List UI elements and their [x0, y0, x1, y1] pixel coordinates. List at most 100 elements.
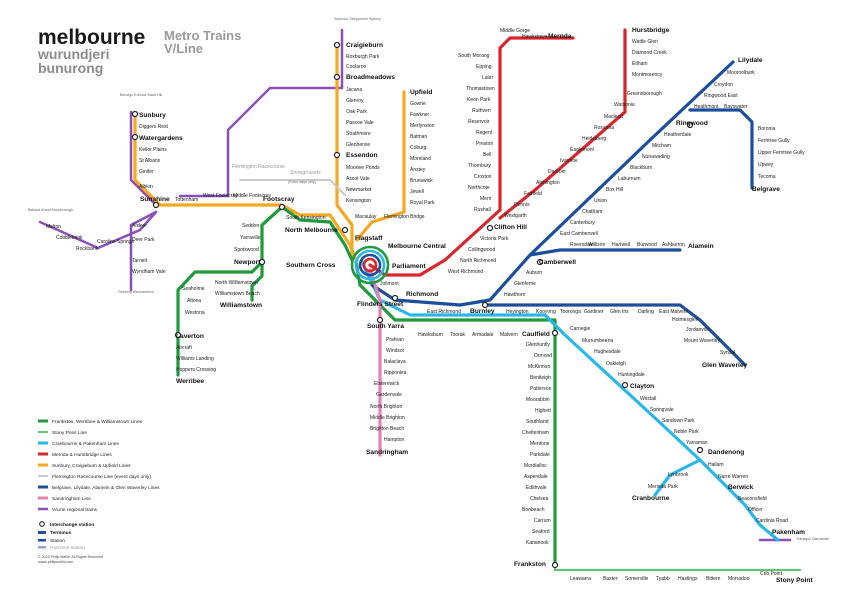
alamein-line [528, 248, 682, 257]
vline-bendigo-line [129, 110, 158, 207]
station-westall: Westall [640, 396, 656, 402]
interchange-markers [131, 41, 704, 569]
station-ashburton: Ashburton [662, 242, 685, 248]
station-marker-craigieburn [333, 41, 341, 49]
station-dandenong: Dandenong [708, 449, 744, 456]
station-labels-cranbourne: Lynbrook Merinda Park Cranbourne [632, 472, 689, 502]
station-south-morang: South Morang [458, 53, 490, 59]
station-williamstown-beach: Williamstown Beach [215, 291, 260, 297]
station-crib-point: Crib Point [760, 571, 783, 577]
station-boronia: Boronia [758, 126, 775, 132]
map-subtitle-2: bunurong [38, 60, 103, 76]
station-collingwood: Collingwood [468, 247, 495, 253]
station-mooroolbark: Mooroolbark [727, 70, 755, 76]
werribee-line [176, 205, 354, 377]
station-westona: Westona [185, 310, 205, 316]
station-balaclava: Balaclava [384, 359, 406, 365]
station-coolaroo: Coolaroo [346, 64, 367, 70]
station-marker-south-yarra [376, 316, 384, 324]
station-south-kensington: South Kensington [286, 215, 326, 221]
station-camberwell: Camberwell [539, 259, 576, 266]
station-mount-waverley: Mount Waverley [684, 338, 720, 344]
station-hastings: Hastings [678, 576, 698, 582]
legend-item-vline: V/Line regional trains [52, 507, 98, 513]
station-beaconsfield: Beaconsfield [738, 496, 767, 502]
station-edithvale: Edithvale [526, 485, 547, 491]
station-auburn: Auburn [526, 270, 542, 276]
station-glenroy: Glenroy [346, 98, 364, 104]
station-mernda: Mernda [548, 33, 572, 40]
copyright-line-2: maps.philipmallis.com [38, 560, 73, 564]
station-somerville: Somerville [625, 576, 649, 582]
belgrave-line [688, 108, 754, 190]
station-labels-lilydale: Lilydale Mooroolbark Croydon Ringwood Ea… [504, 57, 763, 298]
station-belgrave: Belgrave [752, 186, 780, 193]
station-labels-sandringham: South Yarra Prahran Windsor Balaclava Ri… [366, 323, 408, 456]
station-marker-burnley [481, 301, 489, 309]
station-eaglemont: Eaglemont [570, 147, 595, 153]
station-labels-alamein: Riversdale Willison Hartwell Burwood Ash… [570, 242, 714, 250]
station-hawkstowe: Hawkstowe [522, 34, 548, 40]
station-footscray: Footscray [263, 196, 295, 203]
station-tyabb: Tyabb [656, 576, 670, 582]
station-showgrounds: Showgrounds [290, 170, 321, 176]
station-sunshine: Sunshine [140, 196, 170, 203]
station-st-albans: St Albans [139, 158, 161, 164]
station-merinda-park: Merinda Park [648, 484, 678, 490]
station-albion: Albion [139, 184, 153, 190]
station-thomastown: Thomastown [466, 86, 495, 92]
station-watsonia: Watsonia [614, 102, 635, 108]
station-labels-caulfield: Hawksburn Toorak Armadale Malvern Caulfi… [418, 331, 550, 338]
station-patterson: Patterson [530, 386, 552, 392]
legend-item-stony-point: Stony Point Line [52, 430, 87, 436]
legend: Frankston, Werribee & Williamstown Lines… [38, 419, 160, 564]
station-newmarket: Newmarket [346, 187, 372, 193]
legend-key-terminus: Terminus [50, 530, 72, 536]
map-subtitle-1: wurundjeri [37, 46, 110, 62]
station-cheltenham: Cheltenham [522, 430, 549, 436]
station-croxton: Croxton [474, 174, 492, 180]
station-windsor: Windsor [386, 348, 405, 354]
station-southern-cross: Southern Cross [286, 262, 336, 269]
station-laverton: Laverton [176, 333, 204, 340]
station-heyington: Heyington [506, 309, 529, 315]
station-south-yarra: South Yarra [367, 323, 404, 330]
station-melton: Melton [46, 224, 61, 230]
legend-key-parttime: Part-time station [50, 545, 85, 551]
station-greensborough: Greensborough [627, 91, 662, 97]
station-burnley: Burnley [470, 308, 495, 315]
station-williams-landing: Williams Landing [176, 356, 214, 362]
station-marker-clifton-hill [486, 224, 494, 232]
station-west-footscray: West Footscray [203, 193, 238, 199]
station-labels-city: Macaulay Flemington Bridge North Melbour… [285, 214, 446, 308]
station-north-melbourne: North Melbourne [285, 227, 338, 234]
station-glenhuntly: Glenhuntly [526, 342, 550, 348]
flemington-racecourse-line [239, 179, 346, 196]
station-rockbank: Rockbank [76, 246, 99, 252]
station-springvale: Springvale [650, 407, 674, 413]
racecourse-note: (Event days only) [288, 180, 316, 184]
station-hallam: Hallam [708, 462, 724, 468]
station-labels-upfield: Upfield Gowrie Fawkner Merlynston Batman… [410, 89, 435, 206]
station-labels-hurstbridge: Hurstbridge Wattle Glen Diamond Creek El… [504, 27, 670, 219]
station-strathmore: Strathmore [346, 131, 371, 137]
station-marker-footscray [278, 203, 286, 211]
legend-item-cranbourne: Cranbourne & Pakenham Lines [52, 441, 120, 447]
station-middle-gorge: Middle Gorge [500, 28, 530, 34]
vline-geelong-line [129, 210, 158, 292]
station-labels-werribee: Laverton Aircraft Williams Landing Hoppe… [176, 333, 216, 385]
station-southland: Southland [526, 419, 549, 425]
station-royal-park: Royal Park [410, 200, 435, 206]
station-reservoir: Reservoir [468, 119, 490, 125]
station-toorak: Toorak [450, 332, 466, 338]
williamstown-line [250, 260, 264, 302]
legend-interchange-icon [39, 521, 45, 527]
mernda-line [368, 36, 575, 277]
station-elsternwick: Elsternwick [374, 381, 400, 387]
station-marker-ringwood [686, 121, 694, 129]
station-ruthven: Ruthven [472, 108, 491, 114]
station-union: Union [594, 198, 607, 204]
station-seaholme: Seaholme [182, 286, 205, 292]
station-oak-park: Oak Park [346, 109, 367, 115]
